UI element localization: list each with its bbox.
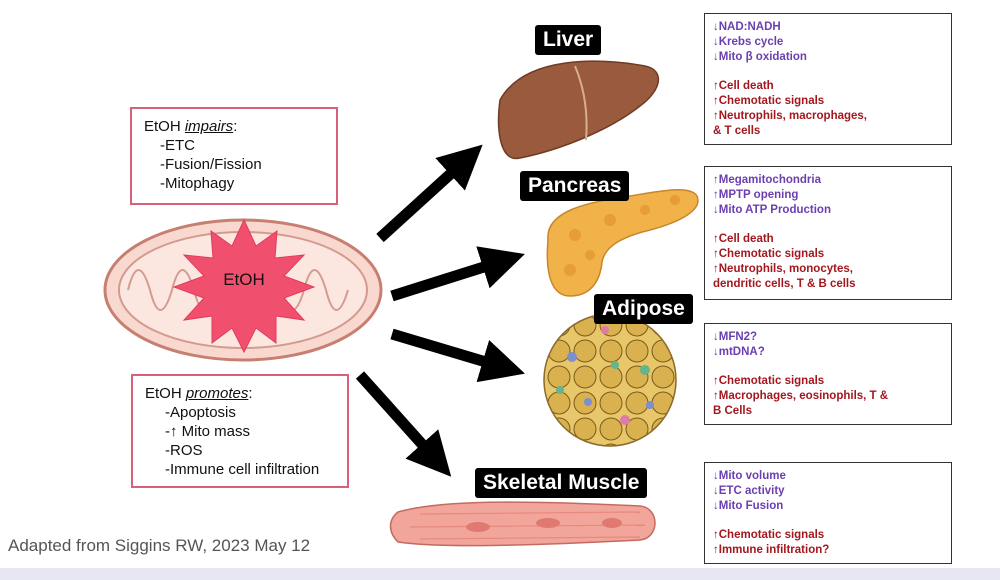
immune-effect: ↑Chemotatic signals [713, 95, 825, 107]
immune-effect: ↑Immune infiltration? [713, 544, 830, 556]
etoh-label: EtOH [223, 270, 265, 289]
liver-effects-box: ↓NAD:NADH ↓Krebs cycle ↓Mito β oxidation… [704, 13, 952, 145]
arrow-to-liver [376, 144, 483, 243]
promotes-item: -ROS [165, 442, 203, 459]
mito-effect: ↓Mito ATP Production [713, 204, 831, 216]
impairs-verb: impairs [184, 118, 234, 135]
impairs-item: -ETC [160, 137, 195, 154]
immune-effect: ↑Neutrophils, monocytes, [713, 263, 853, 275]
adipose-effects-box: ↓MFN2? ↓mtDNA? ↑Chemotatic signals ↑Macr… [704, 323, 952, 425]
promotes-heading: EtOH promotes: [145, 385, 253, 402]
impairs-box: EtOH impairs: -ETC -Fusion/Fission -Mito… [130, 107, 338, 205]
pancreas-label: Pancreas [520, 171, 630, 201]
promotes-item: -Immune cell infiltration [165, 461, 320, 478]
immune-effect: B Cells [713, 405, 752, 417]
pancreas-effects-box: ↑Megamitochondria ↑MPTP opening ↓Mito AT… [704, 166, 952, 300]
immune-effect: ↑Macrophages, eosinophils, T & [713, 390, 889, 402]
impairs-item: -Fusion/Fission [160, 156, 262, 173]
mito-effect: ↓Mito Fusion [713, 500, 784, 512]
promotes-item: -↑ Mito mass [165, 423, 251, 440]
immune-effect: ↑Cell death [713, 80, 774, 92]
source-credit: Adapted from Siggins RW, 2023 May 12 [8, 536, 311, 555]
immune-effect: & T cells [713, 125, 761, 137]
muscle-illustration [389, 501, 656, 547]
mito-effect: ↑Megamitochondria [713, 174, 821, 186]
mito-effect: ↓mtDNA? [713, 346, 765, 358]
promotes-box: EtOH promotes: -Apoptosis -↑ Mito mass -… [131, 374, 349, 488]
immune-effect: ↑Chemotatic signals [713, 529, 825, 541]
mito-effect: ↓NAD:NADH [713, 21, 781, 33]
impairs-heading: EtOH impairs: [144, 118, 238, 135]
immune-effect: ↑Chemotatic signals [713, 375, 825, 387]
arrow-to-adipose [390, 328, 525, 383]
arrow-to-pancreas [390, 246, 525, 302]
liver-label: Liver [535, 25, 602, 55]
adipose-illustration [543, 313, 677, 447]
adipose-label: Adipose [594, 294, 693, 324]
impairs-item: -Mitophagy [160, 175, 235, 192]
mito-effect: ↓Mito β oxidation [713, 51, 807, 63]
promotes-verb: promotes [185, 385, 249, 402]
pancreas-illustration [546, 189, 699, 297]
etoh-starburst [172, 218, 316, 354]
mito-effect: ↓Krebs cycle [713, 36, 784, 48]
promotes-item: -Apoptosis [165, 404, 236, 421]
skeletal-muscle-label: Skeletal Muscle [475, 468, 648, 498]
arrow-to-muscle [355, 371, 452, 477]
mito-effect: ↓ETC activity [713, 485, 785, 497]
mito-effect: ↓MFN2? [713, 331, 758, 343]
immune-effect: ↑Neutrophils, macrophages, [713, 110, 868, 122]
liver-illustration [497, 60, 660, 160]
mito-effect: ↑MPTP opening [713, 189, 799, 201]
immune-effect: ↑Cell death [713, 233, 774, 245]
immune-effect: dendritic cells, T & B cells [713, 278, 856, 290]
mito-effect: ↓Mito volume [713, 470, 786, 482]
muscle-effects-box: ↓Mito volume ↓ETC activity ↓Mito Fusion … [704, 462, 952, 564]
immune-effect: ↑Chemotatic signals [713, 248, 825, 260]
footer-bar [0, 568, 1000, 580]
